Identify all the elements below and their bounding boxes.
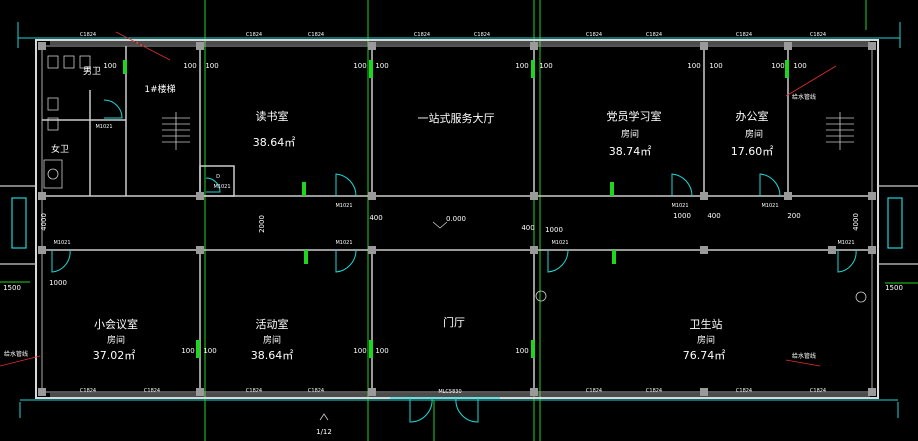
dim-100-b: 100 [183, 62, 196, 70]
window-code-16: C1824 [736, 388, 752, 394]
room-clinic-area: 76.74㎡ [683, 349, 726, 362]
window-code-17: C1824 [810, 388, 826, 394]
room-female-wc-name: 女卫 [51, 143, 69, 155]
window-code-1: C1824 [80, 32, 96, 38]
dim-100-h: 100 [687, 62, 700, 70]
green-wall-marks [123, 60, 789, 358]
door-code-d: M1021 [761, 203, 778, 209]
room-clinic-name: 卫生站 [690, 317, 723, 331]
dim-100-p: 100 [515, 347, 528, 355]
window-code-5: C1824 [474, 32, 490, 38]
window-code-7: C1824 [646, 32, 662, 38]
dim-100-k: 100 [793, 62, 806, 70]
dim-200-a: 200 [787, 212, 800, 220]
room-activity-area: 38.64㎡ [251, 349, 294, 362]
room-party-study-area: 38.74㎡ [609, 145, 652, 158]
room-office-sub: 房间 [745, 128, 763, 140]
dim-100-j: 100 [771, 62, 784, 70]
room-meeting-area: 37.02㎡ [93, 349, 136, 362]
small-room-code: D [216, 174, 220, 180]
dim-100-m: 100 [203, 347, 216, 355]
door-code-g: M1021 [837, 240, 854, 246]
pipe-note-b: 给水管线 [792, 352, 816, 360]
door-code-b: M1021 [335, 240, 352, 246]
level-mark: 0.000 [446, 215, 466, 223]
toilet-fixtures [43, 55, 91, 189]
room-clinic-sub: 房间 [697, 334, 715, 346]
leader-lines [0, 31, 837, 367]
dim-1000-c: 1000 [49, 279, 67, 287]
dim-100-e: 100 [375, 62, 388, 70]
dim-100-o: 100 [375, 347, 388, 355]
window-code-8: C1824 [736, 32, 752, 38]
pipe-note-c: 给水管线 [4, 350, 28, 358]
left-wing-dim: 1500 [3, 284, 21, 292]
dim-100-a: 100 [103, 62, 116, 70]
door-code-c: M1021 [671, 203, 688, 209]
main-door-code: MLC5830 [438, 389, 461, 395]
window-code-14: C1824 [586, 388, 602, 394]
window-bands [50, 41, 870, 397]
door-code-f: M1021 [53, 240, 70, 246]
right-side-dim: 4000 [852, 213, 860, 231]
room-lobby-name: 门厅 [443, 315, 465, 329]
window-code-13: C1824 [308, 388, 324, 394]
door-code-h: M1021 [95, 124, 112, 130]
dim-1000-b: 1000 [545, 226, 563, 234]
dim-100-d: 100 [353, 62, 366, 70]
room-reading-name: 读书室 [256, 109, 289, 123]
stair-right [826, 112, 854, 150]
doors [51, 99, 857, 423]
window-code-11: C1824 [144, 388, 160, 394]
pipe-note-a: 给水管线 [792, 93, 816, 101]
door-code-i: M1021 [213, 184, 230, 190]
grid-mark: 1/12 [316, 428, 332, 436]
left-side-dim: 4000 [40, 213, 48, 231]
room-male-wc-name: 男卫 [83, 66, 101, 77]
dim-400-b: 400 [707, 212, 720, 220]
dim-400-a: 400 [369, 214, 382, 222]
window-code-2: C1824 [246, 32, 262, 38]
dim-100-c: 100 [205, 62, 218, 70]
dim-400-c: 400 [521, 224, 534, 232]
room-meeting-sub: 房间 [107, 334, 125, 346]
right-wing-dim: 1500 [885, 284, 903, 292]
door-code-e: M1021 [551, 240, 568, 246]
window-code-6: C1824 [586, 32, 602, 38]
window-code-12: C1824 [246, 388, 262, 394]
dim-100-n: 100 [353, 347, 366, 355]
window-code-9: C1824 [810, 32, 826, 38]
dim-100-g: 100 [539, 62, 552, 70]
room-party-study-name: 党员学习室 [607, 109, 662, 123]
room-stair-name: 1#楼梯 [144, 83, 175, 95]
misc-symbols [319, 221, 867, 421]
room-office-name: 办公室 [736, 109, 769, 123]
door-code-a: M1021 [335, 203, 352, 209]
dim-100-l: 100 [181, 347, 194, 355]
room-meeting-name: 小会议室 [94, 317, 138, 331]
stair-left [162, 112, 190, 150]
window-code-10: C1824 [80, 388, 96, 394]
window-code-15: C1824 [646, 388, 662, 394]
dimension-lines [17, 22, 901, 418]
window-code-3: C1824 [308, 32, 324, 38]
columns [38, 42, 876, 396]
room-activity-sub: 房间 [263, 334, 281, 346]
side-wings [0, 185, 918, 265]
dim-100-f: 100 [515, 62, 528, 70]
dim-1000-a: 1000 [673, 212, 691, 220]
room-service-hall-name: 一站式服务大厅 [418, 111, 495, 125]
room-activity-name: 活动室 [256, 317, 289, 331]
room-reading-area: 38.64㎡ [253, 136, 296, 149]
room-party-study-sub: 房间 [621, 128, 639, 140]
corridor-dim: 2000 [258, 215, 266, 233]
window-code-4: C1824 [414, 32, 430, 38]
dim-100-i: 100 [709, 62, 722, 70]
room-office-area: 17.60㎡ [731, 145, 774, 158]
